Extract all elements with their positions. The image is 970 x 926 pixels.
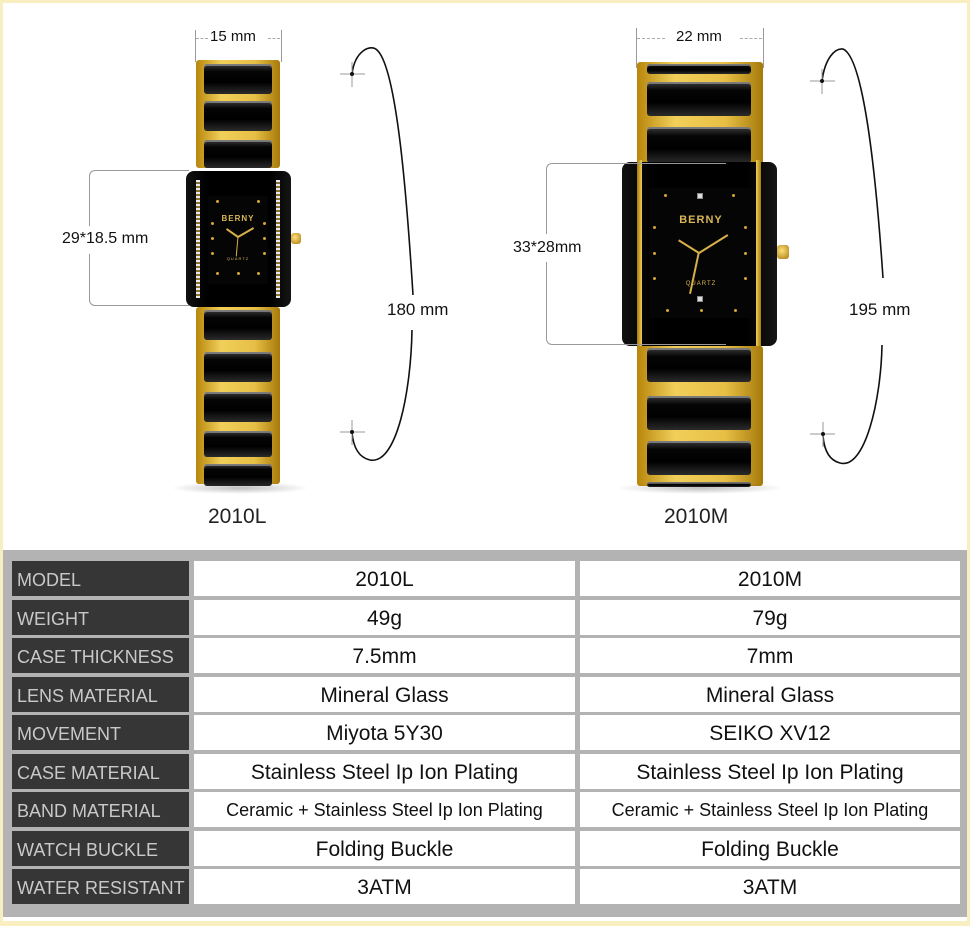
- width-dash-right: [740, 38, 762, 39]
- table-row-case-material: CASE MATERIAL Stainless Steel Ip Ion Pla…: [12, 754, 960, 789]
- band-length-label: 195 mm: [849, 300, 911, 319]
- width-guide-left: [195, 30, 196, 62]
- model-name: 2010L: [208, 505, 267, 528]
- crystal-strip-right: [276, 180, 280, 298]
- case-gold-edge-right: [756, 160, 761, 348]
- cell-2010l: Mineral Glass: [194, 677, 575, 712]
- band-length-arc-icon: [810, 48, 884, 465]
- cell-2010l: 49g: [194, 600, 575, 635]
- ceramic-link: [204, 101, 272, 131]
- band-length-label: 180 mm: [387, 300, 449, 319]
- table-row-band-material: BAND MATERIAL Ceramic + Stainless Steel …: [12, 792, 960, 827]
- cell-2010m: Ceramic + Stainless Steel Ip Ion Plating: [580, 792, 960, 827]
- ceramic-link: [204, 464, 272, 486]
- dial-diamond-icon: [697, 193, 703, 199]
- ceramic-link: [204, 392, 272, 422]
- ceramic-link: [204, 352, 272, 382]
- width-dash-right: [268, 38, 280, 39]
- cell-2010m: 3ATM: [580, 869, 960, 904]
- table-row-lens-material: LENS MATERIAL Mineral Glass Mineral Glas…: [12, 677, 960, 712]
- table-row-case-thickness: CASE THICKNESS 7.5mm 7mm: [12, 638, 960, 673]
- ceramic-link: [647, 482, 751, 487]
- width-label: 22 mm: [676, 28, 722, 45]
- dial-text: QUARTZ: [226, 256, 250, 261]
- ceramic-link: [647, 127, 751, 163]
- case-size-label: 29*18.5 mm: [62, 230, 149, 247]
- ceramic-link: [204, 431, 272, 457]
- cell-2010l: 7.5mm: [194, 638, 575, 673]
- width-guide-right: [281, 30, 282, 62]
- cell-2010m: Folding Buckle: [580, 831, 960, 866]
- cell-2010l: 2010L: [194, 561, 575, 596]
- ceramic-link: [647, 64, 751, 74]
- row-label: BAND MATERIAL: [12, 792, 189, 827]
- ceramic-link: [647, 82, 751, 116]
- row-label: WATER RESISTANT: [12, 869, 189, 904]
- watch-crown: [291, 233, 301, 244]
- cell-2010l: Stainless Steel Ip Ion Plating: [194, 754, 575, 789]
- watch-shadow: [170, 482, 310, 494]
- ceramic-link: [204, 310, 272, 340]
- cell-2010m: 2010M: [580, 561, 960, 596]
- dial-brand: BERNY: [679, 214, 723, 226]
- table-row-water-resistant: WATER RESISTANT 3ATM 3ATM: [12, 869, 960, 904]
- cell-2010l: Folding Buckle: [194, 831, 575, 866]
- row-label: CASE MATERIAL: [12, 754, 189, 789]
- cell-2010m: Mineral Glass: [580, 677, 960, 712]
- width-label: 15 mm: [210, 28, 256, 45]
- dial-brand: BERNY: [221, 214, 255, 223]
- row-label: CASE THICKNESS: [12, 638, 189, 673]
- crystal-strip-left: [196, 180, 200, 298]
- watch-shadow: [615, 482, 785, 494]
- row-label: MODEL: [12, 561, 189, 596]
- width-guide-right: [763, 28, 764, 68]
- case-size-label: 33*28mm: [513, 239, 582, 256]
- dial-text: QUARTZ: [685, 281, 717, 287]
- cell-2010m: 7mm: [580, 638, 960, 673]
- table-row-model: MODEL 2010L 2010M: [12, 561, 960, 596]
- cell-2010l: Miyota 5Y30: [194, 715, 575, 750]
- ceramic-link: [647, 348, 751, 382]
- cell-2010l: Ceramic + Stainless Steel Ip Ion Plating: [194, 792, 575, 827]
- model-name: 2010M: [664, 505, 729, 528]
- ceramic-link: [647, 441, 751, 475]
- watch-crown: [777, 245, 789, 259]
- row-label: WATCH BUCKLE: [12, 831, 189, 866]
- width-dash-left: [196, 38, 208, 39]
- case-gold-edge-left: [637, 160, 642, 348]
- width-dash-left: [637, 38, 665, 39]
- spec-table: MODEL 2010L 2010M WEIGHT 49g 79g CASE TH…: [3, 550, 967, 917]
- row-label: MOVEMENT: [12, 715, 189, 750]
- row-label: LENS MATERIAL: [12, 677, 189, 712]
- ceramic-link: [647, 396, 751, 430]
- cell-2010m: Stainless Steel Ip Ion Plating: [580, 754, 960, 789]
- cell-2010m: 79g: [580, 600, 960, 635]
- ceramic-link: [204, 64, 272, 94]
- table-row-watch-buckle: WATCH BUCKLE Folding Buckle Folding Buck…: [12, 831, 960, 866]
- ceramic-link: [204, 140, 272, 168]
- table-row-movement: MOVEMENT Miyota 5Y30 SEIKO XV12: [12, 715, 960, 750]
- band-length-arc-icon: [340, 47, 414, 461]
- row-label: WEIGHT: [12, 600, 189, 635]
- width-guide-left: [636, 28, 637, 68]
- cell-2010m: SEIKO XV12: [580, 715, 960, 750]
- table-row-weight: WEIGHT 49g 79g: [12, 600, 960, 635]
- cell-2010l: 3ATM: [194, 869, 575, 904]
- date-window: [697, 296, 703, 302]
